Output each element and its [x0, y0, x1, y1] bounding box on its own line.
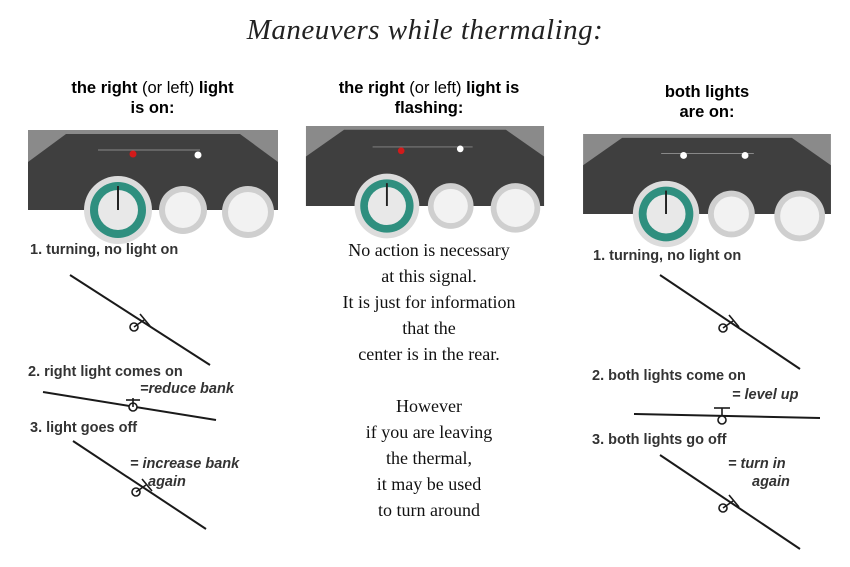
text-line: However [396, 396, 462, 416]
right-step-3-note: = turn in again [728, 455, 790, 491]
text-line: No action is necessary [348, 240, 510, 260]
text-line: that the [402, 318, 456, 338]
heading-part-b: (or left) [409, 79, 462, 97]
page-title: Maneuvers while thermaling: [246, 14, 604, 46]
heading-part-a: the right [71, 79, 138, 97]
left-light-flashing [397, 147, 405, 155]
heading-part-c: light [198, 79, 234, 97]
right-step-2-label: 2. both lights come on [592, 368, 746, 384]
heading-line-1: both lights [664, 83, 750, 101]
left-step-1-label: 1. turning, no light on [30, 242, 179, 258]
glider-reduced-bank [42, 391, 217, 421]
heading-part-c: light is [466, 79, 520, 97]
instrument-panel-2 [305, 126, 545, 239]
heading-right-light-flashing: the right (or left) light is flashing: [298, 78, 560, 118]
heading-line-2: is on: [130, 99, 175, 117]
left-step-3-label: 3. light goes off [30, 420, 138, 436]
glider-steep-bank-3 [659, 274, 801, 370]
left-step-2-note: =reduce bank [140, 381, 234, 397]
right-step-2-note: = level up [732, 387, 799, 403]
left-step-3-note: = increase bank again [130, 455, 239, 491]
heading-part-b: (or left) [141, 79, 195, 97]
note-line-1: = increase bank [130, 456, 240, 472]
heading-part-a: the right [338, 79, 405, 97]
left-light-on [680, 152, 687, 159]
instrument-panel-1 [28, 130, 278, 244]
right-light [456, 145, 464, 153]
text-line: it may be used [376, 474, 482, 494]
text-line: It is just for information [342, 292, 516, 312]
right-light-off [194, 151, 202, 159]
text-line: the thermal, [386, 448, 472, 468]
note-line-1: = turn in [728, 456, 786, 472]
right-step-1-label: 1. turning, no light on [593, 248, 742, 264]
flashing-explanation: No action is necessary at this signal. I… [298, 237, 560, 523]
text-line: if you are leaving [365, 422, 493, 442]
left-step-2-label: 2. right light comes on [28, 364, 183, 380]
glider-steep-bank-4 [659, 454, 801, 550]
text-line: at this signal. [381, 266, 477, 286]
text-line: to turn around [378, 500, 480, 520]
right-light-on [741, 152, 749, 159]
heading-both-lights-on: both lights are on: [582, 82, 832, 122]
glider-level-wings [633, 407, 821, 425]
left-light-on [129, 150, 137, 158]
text-line: center is in the rear. [358, 344, 500, 364]
glider-steep-bank-2 [72, 440, 207, 530]
heading-right-light-on: the right (or left) light is on: [30, 78, 275, 118]
instrument-panel-3 [583, 134, 831, 248]
glider-steep-bank-1 [69, 274, 211, 366]
heading-line-2: are on: [679, 103, 735, 121]
heading-line-2: flashing: [394, 99, 464, 117]
note-line-2: again [148, 474, 186, 490]
text-line-spacer [298, 367, 560, 393]
right-step-3-label: 3. both lights go off [592, 432, 727, 448]
note-line-2: again [752, 474, 790, 490]
